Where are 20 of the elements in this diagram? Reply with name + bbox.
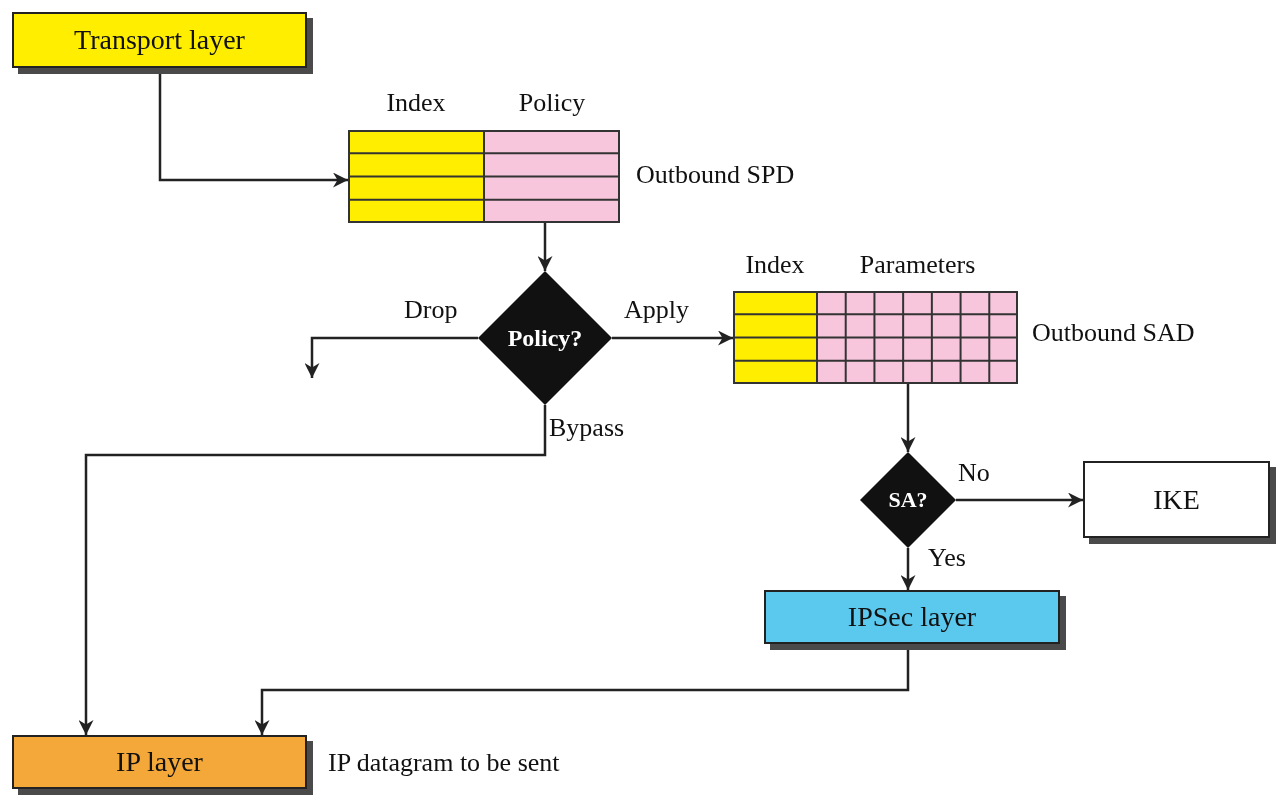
arrow [78,405,547,735]
decision-label: Policy? [507,324,583,352]
arrow [900,548,916,590]
node-caption: IP datagram to be sent [328,748,560,778]
column-header: Parameters [859,250,976,280]
node-caption: Outbound SPD [636,160,795,190]
box-label: IPSec layer [847,601,977,633]
node-caption: Outbound SAD [1032,318,1195,348]
column-header: Index [745,250,805,280]
box-label: Transport layer [74,24,245,56]
decision-label: SA? [888,487,928,513]
column-header: Index [386,88,446,118]
arrow [304,336,478,378]
box-label: IKE [1153,483,1200,516]
arrow [900,384,916,452]
arrow [956,492,1083,508]
arrow [537,223,553,271]
box-label: IP layer [116,746,203,778]
column-header: Policy [518,88,586,118]
arrow [612,330,733,346]
